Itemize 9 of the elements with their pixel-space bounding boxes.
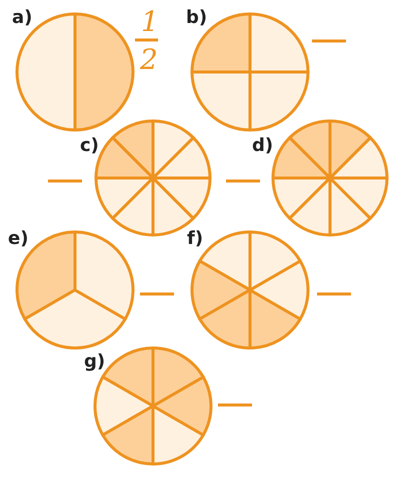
item-label: f): [187, 230, 204, 248]
item-label: g): [84, 353, 106, 371]
item-label: b): [186, 9, 208, 27]
handwritten-numerator: 1: [141, 8, 159, 36]
item-label: e): [8, 230, 28, 248]
item-label: c): [80, 137, 99, 155]
item-label: d): [252, 137, 274, 155]
handwritten-denominator: 2: [140, 46, 158, 74]
item-label: a): [12, 9, 32, 27]
